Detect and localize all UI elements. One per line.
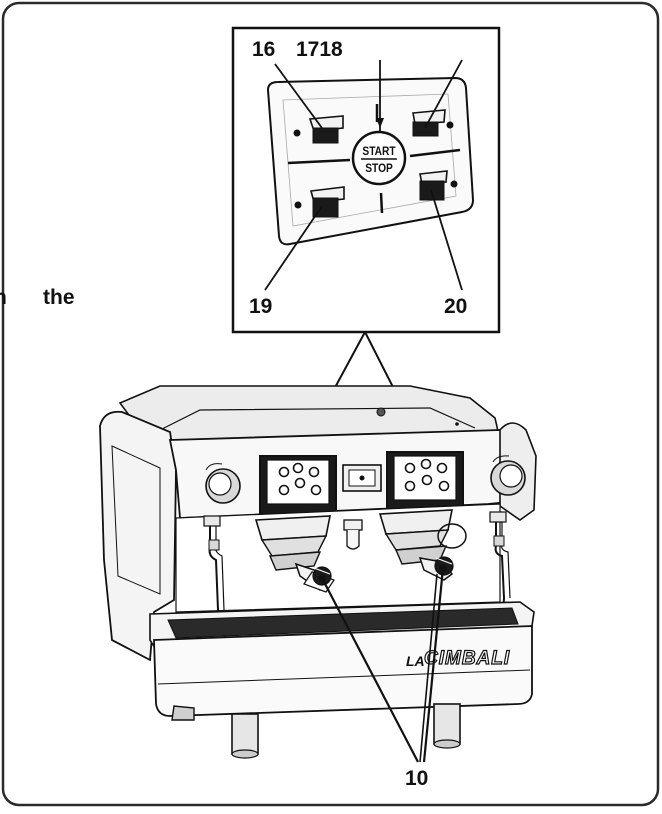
dose-key-top-left[interactable] <box>308 115 344 144</box>
group-head-left <box>254 515 331 557</box>
leader-10-right-inner <box>419 573 438 763</box>
leader-17-arrow <box>376 118 384 128</box>
control-panel-inner-edge <box>282 93 457 227</box>
indicator-dot-top-right <box>446 121 454 129</box>
portafilter-right[interactable] <box>394 545 456 581</box>
leader-10-dot-left <box>318 574 326 582</box>
leader-10-dot-right <box>439 564 447 572</box>
left-side-panel-line <box>111 445 161 595</box>
steam-knob-left[interactable] <box>205 463 241 504</box>
leader-20 <box>430 189 463 291</box>
start-label: START <box>362 145 395 158</box>
brand-prefix: LA <box>406 653 425 669</box>
indicator-dot-bottom-right <box>450 180 458 188</box>
leader-10-right <box>422 567 445 763</box>
dose-key-top-right[interactable] <box>412 109 446 137</box>
work-area-back <box>175 503 501 613</box>
panel-divider-right <box>409 148 461 158</box>
start-stop-button[interactable]: START STOP <box>351 130 407 186</box>
callout-20: 20 <box>444 295 468 318</box>
machine-body-left-side <box>99 410 177 662</box>
machine-base-line <box>157 669 531 685</box>
keypad-panel-right[interactable] <box>386 451 464 515</box>
leader-19 <box>264 205 323 291</box>
stop-label: STOP <box>365 162 393 175</box>
steam-knob-right[interactable] <box>490 455 526 496</box>
water-outlet-ring <box>437 523 467 549</box>
drip-tray-grate <box>167 607 519 639</box>
center-display <box>342 464 382 492</box>
indicator-dot-top-left <box>293 129 301 137</box>
machine-base-front <box>153 625 533 717</box>
indicator-dot-bottom-left <box>294 201 302 209</box>
callout-16: 16 <box>252 38 276 61</box>
callout-19: 19 <box>249 295 273 318</box>
side-text-word: the <box>43 286 75 309</box>
leader-10-left <box>321 577 419 763</box>
panel-divider-bottom <box>379 192 384 214</box>
keypad-panel-left[interactable] <box>259 455 337 519</box>
cup-warmer-rim <box>159 407 476 431</box>
tray-screw <box>376 407 386 417</box>
leader-16 <box>274 63 323 129</box>
hot-water-spout <box>343 519 363 550</box>
callout-10: 10 <box>405 767 429 790</box>
dose-key-bottom-left[interactable] <box>309 186 345 218</box>
tray-dot <box>455 422 459 426</box>
leader-18 <box>424 59 463 129</box>
callout-1718: 1718 <box>296 38 343 61</box>
machine-feet <box>171 703 461 759</box>
panel-divider-left <box>287 158 351 165</box>
side-text-fragment: n <box>0 286 7 309</box>
brand-name: CIMBALI <box>424 648 510 669</box>
